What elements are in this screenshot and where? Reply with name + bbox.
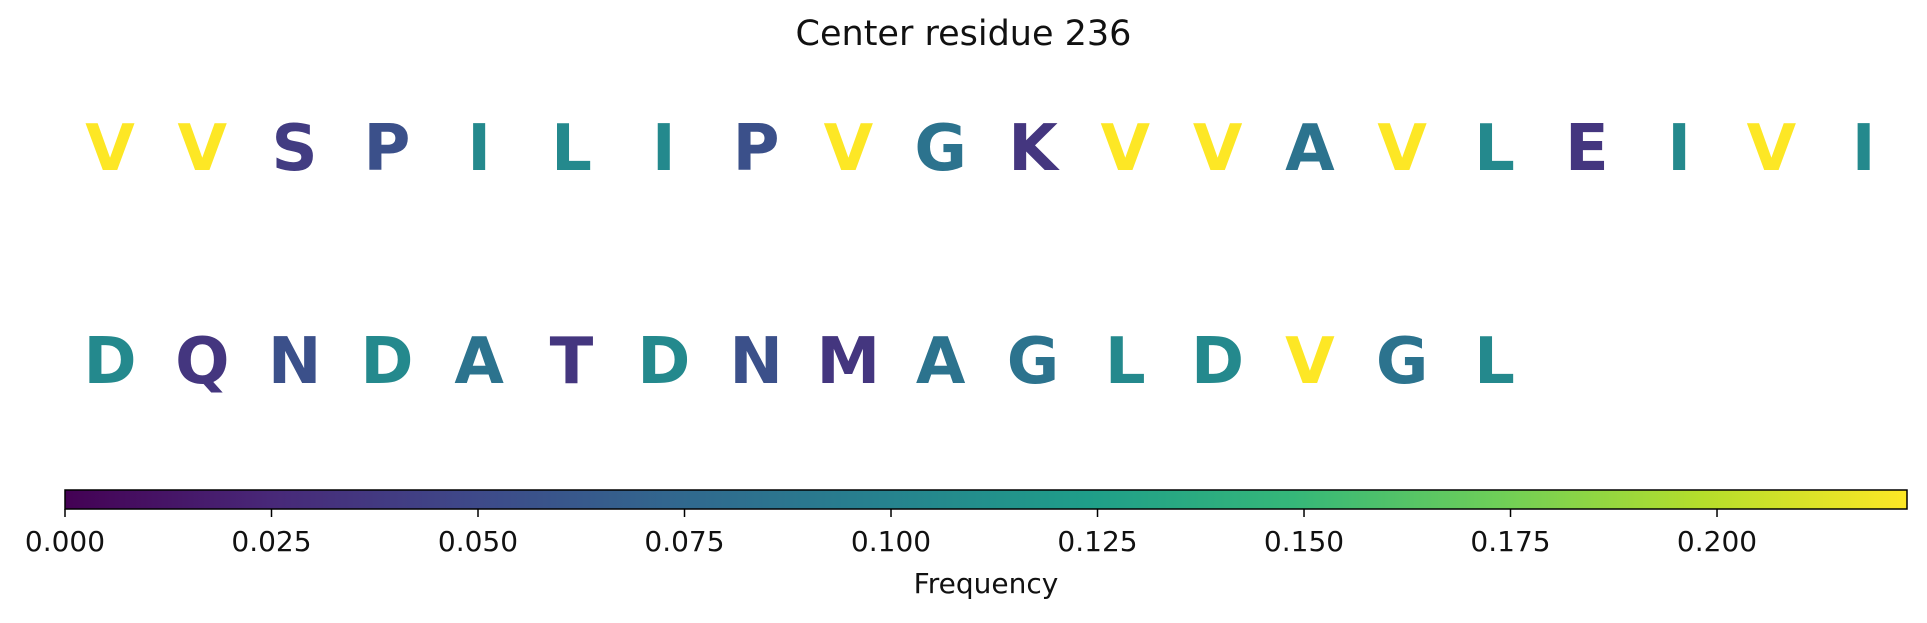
residue-letter: I: [1852, 112, 1876, 186]
residue-letter: D: [637, 325, 690, 399]
residue-letter: D: [1191, 325, 1244, 399]
residue-letter: N: [268, 325, 322, 399]
residue-letter: V: [1101, 112, 1151, 186]
colorbar-tick-label: 0.000: [25, 525, 105, 558]
residue-letter: D: [360, 325, 413, 399]
residue-letter: E: [1565, 112, 1609, 186]
colorbar-tick-label: 0.125: [1057, 525, 1137, 558]
residue-letter: I: [652, 112, 676, 186]
colorbar-tick-label: 0.175: [1470, 525, 1550, 558]
residue-letter: V: [1747, 112, 1797, 186]
residue-letter: A: [454, 325, 504, 399]
residue-letter: L: [1105, 325, 1146, 399]
residue-letter: N: [729, 325, 783, 399]
residue-letter: P: [733, 112, 780, 186]
colorbar-tick-label: 0.075: [644, 525, 724, 558]
residue-letter: G: [1376, 325, 1429, 399]
colorbar-tick-label: 0.025: [231, 525, 311, 558]
residue-letter: A: [916, 325, 966, 399]
residue-letter: I: [467, 112, 491, 186]
residue-letter: D: [83, 325, 136, 399]
residue-letter: G: [1007, 325, 1060, 399]
residue-letter: L: [551, 112, 592, 186]
residue-letter: Q: [175, 325, 229, 399]
colorbar-tick-label: 0.200: [1677, 525, 1757, 558]
residue-letter: L: [1474, 112, 1515, 186]
residue-letter: A: [1285, 112, 1335, 186]
residue-letter: V: [85, 112, 135, 186]
residue-letter: I: [1667, 112, 1691, 186]
residue-letter: G: [914, 112, 967, 186]
colorbar-tick-label: 0.150: [1264, 525, 1344, 558]
residue-letter: P: [363, 112, 410, 186]
chart-title: Center residue 236: [795, 14, 1132, 54]
residue-letter: T: [550, 325, 594, 399]
colorbar-gradient: [64, 489, 1908, 510]
residue-letter: V: [1377, 112, 1427, 186]
residue-letter: V: [824, 112, 874, 186]
residue-letter: S: [272, 112, 318, 186]
colorbar: 0.000 0.025 0.050 0.075 0.100 0.125 0.150 0.175…: [25, 489, 1908, 600]
residue-letter: M: [817, 325, 881, 399]
residue-letter: V: [1193, 112, 1243, 186]
residue-letter: K: [1008, 112, 1060, 186]
residue-letter: V: [1285, 325, 1335, 399]
colorbar-tick-label: 0.100: [851, 525, 931, 558]
residue-letter: V: [178, 112, 228, 186]
residue-letter: L: [1474, 325, 1515, 399]
colorbar-label: Frequency: [914, 567, 1059, 600]
colorbar-tick-label: 0.050: [438, 525, 518, 558]
